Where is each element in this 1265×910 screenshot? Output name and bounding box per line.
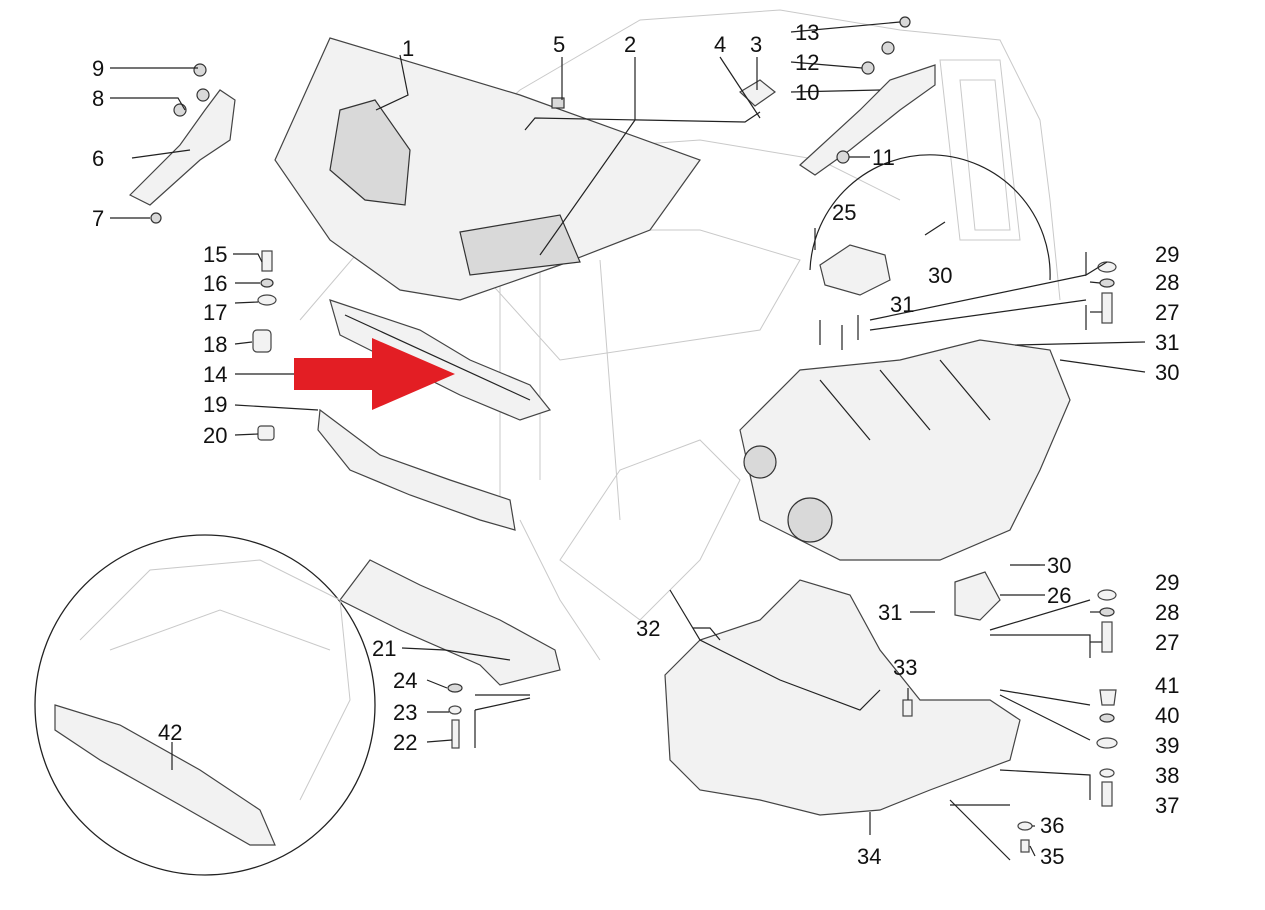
part-lower-crossmember	[317, 408, 516, 531]
callout-25: 25	[832, 200, 856, 225]
part-splash-shield	[664, 579, 1021, 816]
callout-42: 42	[158, 720, 182, 745]
leader-lines	[110, 21, 1146, 861]
callout-31-c: 31	[878, 600, 902, 625]
callout-35: 35	[1040, 844, 1064, 869]
part-support-bar	[339, 559, 561, 686]
callout-9: 9	[92, 56, 104, 81]
part-engine-mount-26	[954, 564, 1045, 621]
part-bonnet	[274, 37, 701, 301]
fasteners-right-upper	[1097, 261, 1117, 324]
callout-21: 21	[372, 636, 396, 661]
callout-2: 2	[624, 32, 636, 57]
callout-20: 20	[203, 423, 227, 448]
callout-27-a: 27	[1155, 300, 1179, 325]
callout-40: 40	[1155, 703, 1179, 728]
callout-6: 6	[92, 146, 104, 171]
callout-29-a: 29	[1155, 242, 1179, 267]
callout-30-b: 30	[1155, 360, 1179, 385]
callout-37: 37	[1155, 793, 1179, 818]
fasteners-33-41	[902, 689, 1118, 853]
callout-24: 24	[393, 668, 417, 693]
callout-22: 22	[393, 730, 417, 755]
callout-23: 23	[393, 700, 417, 725]
callout-18: 18	[203, 332, 227, 357]
detail-circle-engine-mount	[809, 154, 1051, 350]
callout-32: 32	[636, 616, 660, 641]
callout-13: 13	[795, 20, 819, 45]
engine-assembly	[739, 339, 1071, 561]
callout-1: 1	[402, 36, 414, 61]
callout-15: 15	[203, 242, 227, 267]
fasteners-15-18	[252, 250, 277, 353]
part-left-hinge	[128, 63, 236, 224]
callout-30-a: 30	[928, 263, 952, 288]
red-arrow-icon	[294, 338, 455, 410]
callout-28-b: 28	[1155, 600, 1179, 625]
callout-16: 16	[203, 271, 227, 296]
callout-17: 17	[203, 300, 227, 325]
callout-19: 19	[203, 392, 227, 417]
callout-36: 36	[1040, 813, 1064, 838]
detail-circle-absorber	[34, 534, 376, 876]
callout-labels: 1 2 4 3 5 9 8 6 7 13 12 10 11 15 16 17 1…	[92, 20, 1179, 869]
callout-31-a: 31	[890, 292, 914, 317]
callout-4: 4	[714, 32, 726, 57]
callout-38: 38	[1155, 763, 1179, 788]
callout-12: 12	[795, 50, 819, 75]
callout-31-b: 31	[1155, 330, 1179, 355]
callout-29-b: 29	[1155, 570, 1179, 595]
part-bolt-20	[257, 425, 275, 441]
callout-11: 11	[872, 145, 895, 170]
part-clip-5	[551, 97, 565, 109]
part-front-crossmember	[329, 299, 552, 421]
callout-8: 8	[92, 86, 104, 111]
callout-3: 3	[750, 32, 762, 57]
fasteners-right-lower	[1097, 589, 1117, 653]
callout-28-a: 28	[1155, 270, 1179, 295]
part-clip-3	[739, 79, 777, 107]
callout-34: 34	[857, 844, 881, 869]
callout-33: 33	[893, 655, 917, 680]
callout-39: 39	[1155, 733, 1179, 758]
callout-7: 7	[92, 206, 104, 231]
callout-26: 26	[1047, 583, 1071, 608]
fasteners-22-24	[447, 683, 463, 749]
part-right-hinge	[799, 16, 936, 176]
callout-30-c: 30	[1047, 553, 1071, 578]
callout-14: 14	[203, 362, 227, 387]
callout-41: 41	[1155, 673, 1179, 698]
callout-10: 10	[795, 80, 819, 105]
callout-5: 5	[553, 32, 565, 57]
part-bonnet-rod	[524, 111, 761, 131]
callout-27-b: 27	[1155, 630, 1179, 655]
